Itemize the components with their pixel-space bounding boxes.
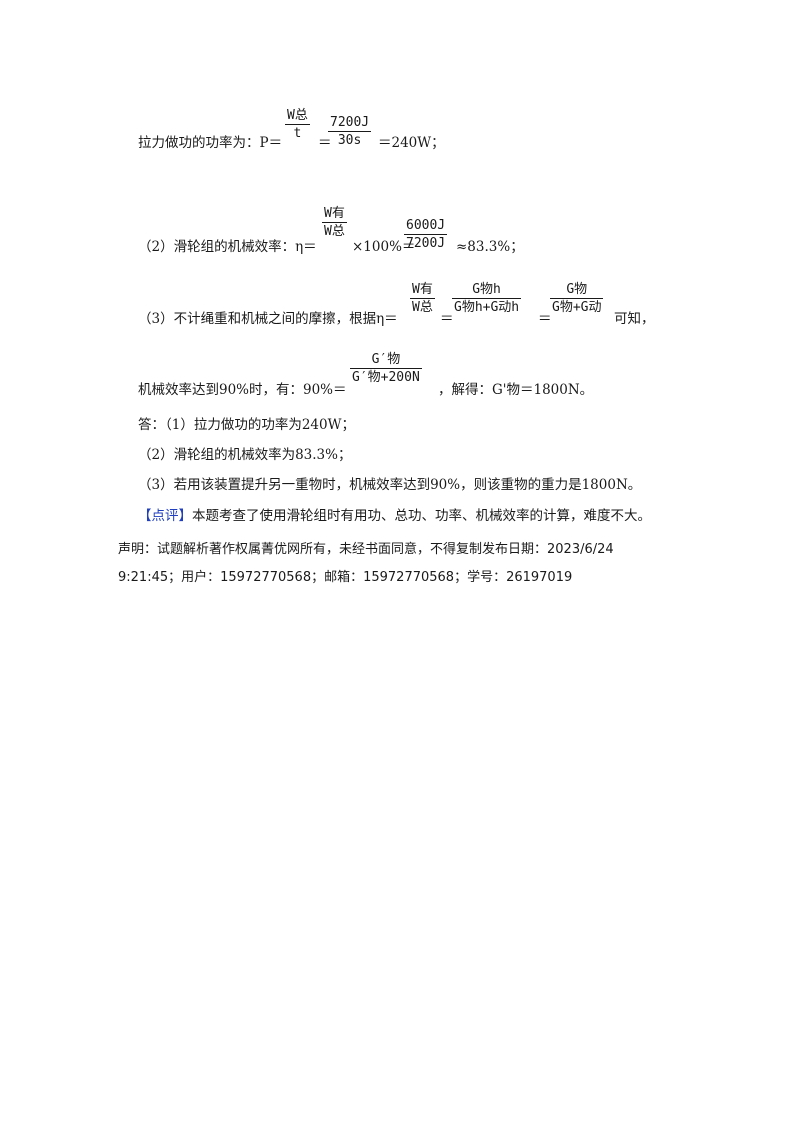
fraction-numerator: W有	[322, 206, 347, 223]
copyright-notice: 声明：试题解析著作权属菁优网所有，未经书面同意，不得复制发布日期：2023/6/…	[118, 542, 614, 557]
equals-sign: ＝	[538, 311, 552, 327]
power-formula-prefix: 拉力做功的功率为：P＝	[138, 135, 283, 151]
step4-prefix: 机械效率达到90%时，有：90%＝	[138, 382, 347, 398]
comment-tag: 【点评】	[138, 508, 192, 524]
fraction-numerator: W有	[410, 282, 435, 299]
fraction-w-total-over-t: W总 t	[285, 107, 310, 142]
fraction-denominator: 7200J	[406, 236, 446, 251]
fraction-denominator: t	[293, 126, 302, 141]
fraction-g-over-g-plus-gd: G物 G物+G动	[550, 281, 604, 316]
fraction-numerator: 6000J	[404, 218, 448, 235]
user-info: 9:21:45；用户：15972770568；邮箱：15972770568；学号…	[118, 570, 573, 585]
fraction-6000j-over-7200j: 6000J 7200J	[404, 217, 448, 252]
fraction-numerator: 7200J	[328, 115, 372, 132]
fraction-denominator: G物+G动	[552, 300, 602, 315]
step4-suffix: ，解得：G'物＝1800N。	[438, 382, 594, 398]
answer-2: （2）滑轮组的机械效率为83.3%；	[138, 447, 352, 463]
comment-text: 本题考查了使用滑轮组时有用功、总功、功率、机械效率的计算，难度不大。	[192, 508, 651, 524]
answer-3: （3）若用该装置提升另一重物时，机械效率达到90%，则该重物的重力是1800N。	[138, 477, 642, 493]
step3-suffix: 可知，	[614, 311, 655, 327]
power-result: ＝240W；	[378, 135, 445, 151]
fraction-7200j-over-30s: 7200J 30s	[328, 114, 372, 149]
answer-1: 答：（1）拉力做功的功率为240W；	[138, 417, 355, 433]
fraction-gh-over-gh-plus-gdh: G物h G物h+G动h	[452, 281, 522, 316]
fraction-w-useful-over-w-total: W有 W总	[410, 281, 435, 316]
equals-sign: ＝	[440, 311, 454, 327]
fraction-denominator: W总	[412, 300, 433, 315]
fraction-numerator: G物h	[452, 281, 522, 299]
fraction-denominator: G′物+200N	[352, 370, 420, 385]
fraction-denominator: 30s	[337, 133, 362, 148]
fraction-g-prime-over-g-prime-plus-200n: G′物 G′物+200N	[350, 351, 422, 386]
fraction-numerator: G物	[550, 281, 604, 299]
step3-prefix: （3）不计绳重和机械之间的摩擦，根据η＝	[138, 311, 398, 327]
times-100-percent: ×100%＝	[352, 239, 416, 255]
efficiency-result: ≈83.3%；	[456, 239, 524, 255]
fraction-denominator: W总	[324, 224, 345, 239]
equals-sign: ＝	[318, 135, 332, 151]
fraction-denominator: G物h+G动h	[454, 300, 520, 315]
fraction-numerator: G′物	[350, 351, 422, 369]
comment: 【点评】本题考查了使用滑轮组时有用功、总功、功率、机械效率的计算，难度不大。	[138, 507, 651, 525]
fraction-w-useful-over-w-total: W有 W总	[322, 205, 347, 240]
efficiency-formula-prefix: （2）滑轮组的机械效率：η＝	[138, 239, 317, 255]
fraction-numerator: W总	[285, 108, 310, 125]
